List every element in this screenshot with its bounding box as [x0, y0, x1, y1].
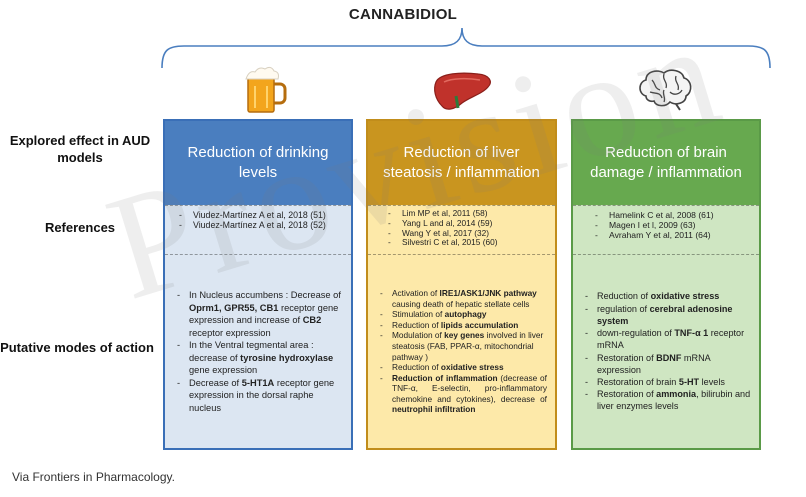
- reference-item: Viudez-Martínez A et al, 2018 (51): [179, 210, 343, 220]
- action-highlight: CB2: [302, 315, 322, 325]
- brain-icon: [639, 69, 692, 111]
- references-list-liver: Lim MP et al, 2011 (58) Yang L and al, 2…: [368, 205, 555, 255]
- references-list-drinking: Viudez-Martínez A et al, 2018 (51) Viude…: [165, 205, 351, 255]
- action-highlight: oxidative stress: [440, 362, 504, 373]
- action-item: In the Ventral tegmental area : decrease…: [175, 339, 343, 377]
- action-highlight: tyrosine hydroxylase: [240, 352, 334, 363]
- action-item: regulation of cerebral adenosine system: [583, 303, 751, 327]
- reference-item: Viudez-Martínez A et al, 2018 (52): [179, 220, 343, 230]
- liver-icon: [434, 72, 491, 110]
- action-highlight: autophagy: [444, 309, 487, 320]
- action-item: Modulation of key genes involved in live…: [378, 330, 547, 362]
- column-liver-steatosis: Reduction of liver steatosis / inflammat…: [366, 119, 557, 450]
- row-label-effect: Explored effect in AUD models: [9, 133, 151, 165]
- column-heading-drinking: Reduction of drinking levels: [165, 121, 351, 205]
- action-highlight: 5-HT1A: [241, 377, 275, 388]
- action-highlight: neutrophil infiltration: [392, 404, 476, 415]
- references-list-brain: Hamelink C et al, 2008 (61) Magen I et l…: [573, 205, 759, 255]
- actions-list: In Nucleus accumbens : Decrease of Oprm1…: [175, 289, 343, 414]
- action-item: Reduction of lipids accumulation: [378, 320, 547, 331]
- column-heading-liver: Reduction of liver steatosis / inflammat…: [368, 121, 555, 205]
- action-item: Stimulation of autophagy: [378, 309, 547, 320]
- reference-item: Lim MP et al, 2011 (58): [388, 208, 547, 219]
- action-highlight: Reduction of inflammation: [392, 372, 498, 383]
- actions-liver: Activation of IRE1/ASK1/JNK pathway caus…: [368, 255, 555, 448]
- action-item: Restoration of BDNF mRNA expression: [583, 352, 751, 376]
- reference-item: Yang L and al, 2014 (59): [388, 218, 547, 229]
- reference-item: Silvestri C et al, 2015 (60): [388, 238, 547, 248]
- action-item: Decrease of 5-HT1A receptor gene express…: [175, 377, 343, 415]
- action-highlight: cerebral adenosine system: [597, 303, 733, 326]
- column-drinking-levels: Reduction of drinking levels Viudez-Mart…: [163, 119, 353, 450]
- actions-list: Activation of IRE1/ASK1/JNK pathway caus…: [378, 288, 547, 415]
- action-highlight: lipids accumulation: [440, 319, 519, 330]
- beer-mug-icon: [245, 66, 287, 113]
- diagram-title: CANNABIDIOL: [348, 6, 458, 23]
- action-highlight: 5-HT: [678, 376, 700, 387]
- action-highlight: Oprm1, GPR55, CB1: [189, 302, 279, 313]
- action-highlight: ammonia: [656, 389, 697, 400]
- reference-item: Avraham Y et al, 2011 (64): [595, 230, 751, 240]
- reference-item: Wang Y et al, 2017 (32): [388, 228, 547, 239]
- actions-brain: Reduction of oxidative stressregulation …: [573, 255, 759, 448]
- row-label-references: References: [44, 220, 116, 235]
- action-highlight: oxidative stress: [650, 291, 720, 302]
- row-label-modes: Putative modes of action: [0, 340, 154, 355]
- action-highlight: key genes: [444, 330, 485, 341]
- action-item: Reduction of oxidative stress: [378, 362, 547, 373]
- action-item: In Nucleus accumbens : Decrease of Oprm1…: [175, 289, 343, 339]
- actions-list: Reduction of oxidative stressregulation …: [583, 290, 751, 412]
- column-heading-brain: Reduction of brain damage / inflammation: [573, 121, 759, 205]
- column-brain-damage: Reduction of brain damage / inflammation…: [571, 119, 761, 450]
- curly-brace: [161, 27, 771, 69]
- action-highlight: IRE1/ASK1/JNK pathway: [439, 287, 537, 298]
- action-item: Activation of IRE1/ASK1/JNK pathway caus…: [378, 288, 547, 309]
- action-item: Restoration of brain 5-HT levels: [583, 376, 751, 388]
- source-caption: Via Frontiers in Pharmacology.: [12, 470, 175, 484]
- action-item: down-regulation of TNF-α 1 receptor mRNA: [583, 327, 751, 351]
- action-highlight: TNF-α 1: [674, 328, 709, 339]
- actions-drinking: In Nucleus accumbens : Decrease of Oprm1…: [165, 255, 351, 448]
- reference-item: Magen I et l, 2009 (63): [595, 220, 751, 230]
- action-item: Restoration of ammonia, bilirubin and li…: [583, 388, 751, 412]
- reference-item: Hamelink C et al, 2008 (61): [595, 210, 751, 220]
- action-item: Reduction of oxidative stress: [583, 290, 751, 302]
- action-item: Reduction of inflammation (decrease of T…: [378, 373, 547, 415]
- action-highlight: BDNF: [656, 352, 682, 363]
